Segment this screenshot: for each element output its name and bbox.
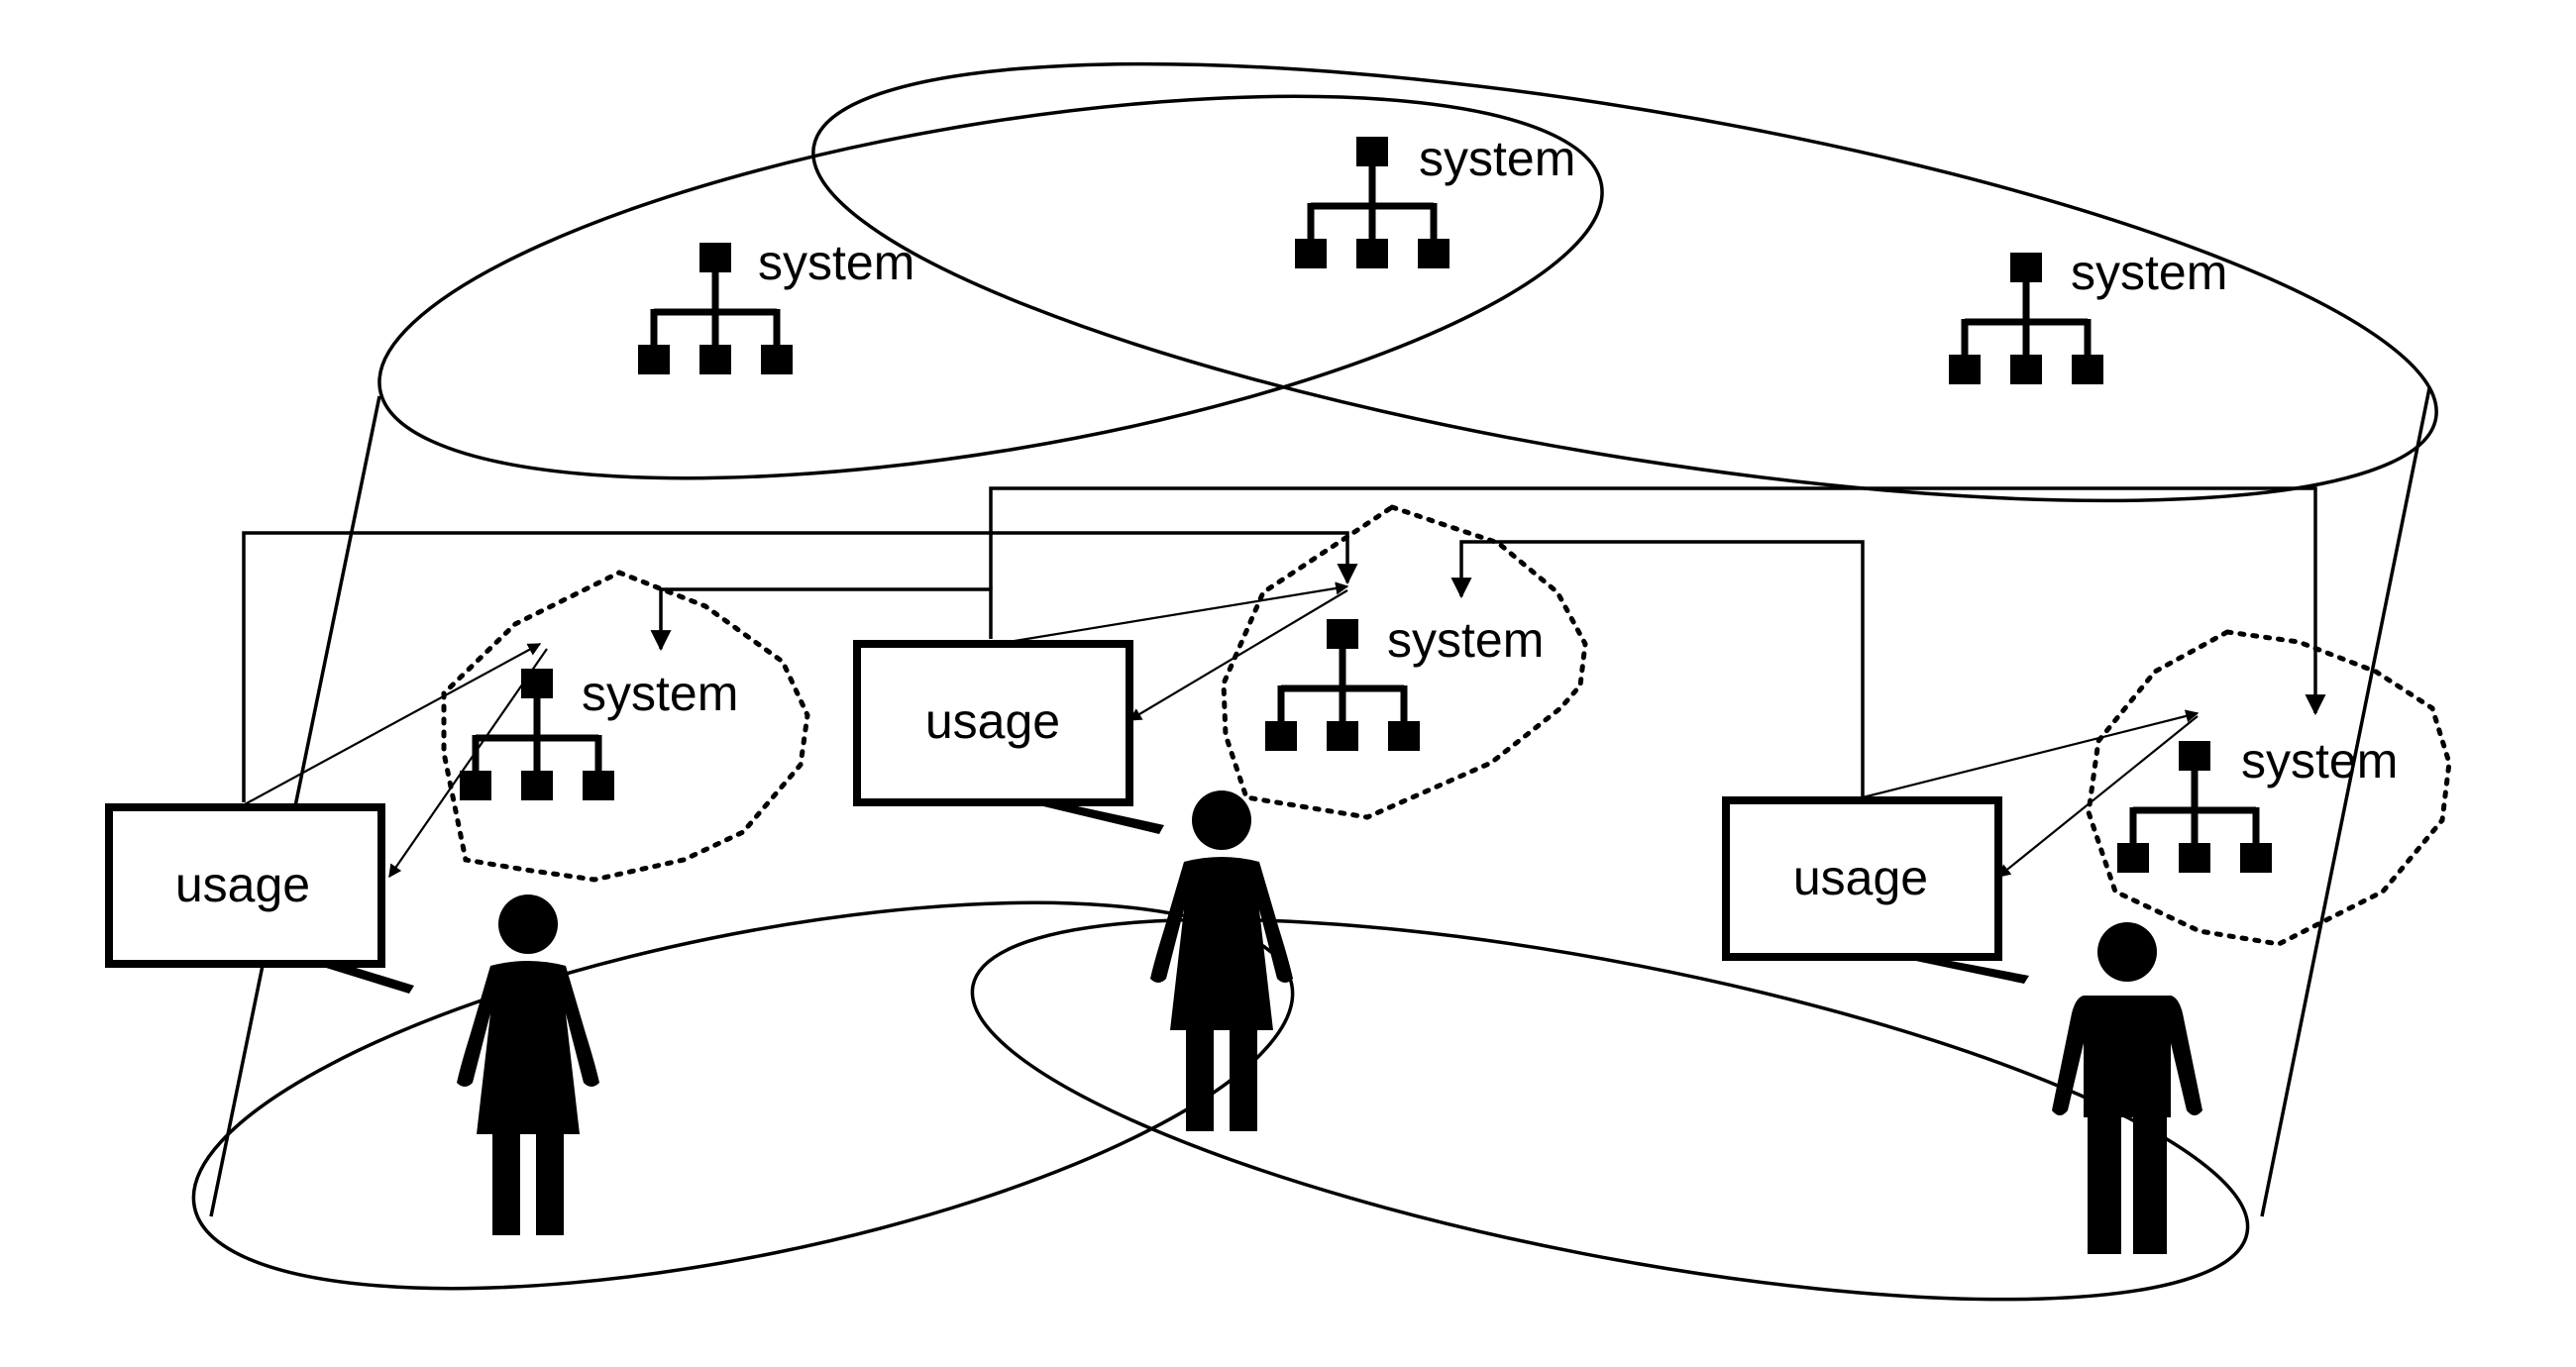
local-system-right: system <box>2086 629 2452 947</box>
system-label: system <box>1419 131 1575 186</box>
speech-tail <box>1019 800 1164 834</box>
system-label: system <box>582 666 738 721</box>
arrow-usage-to-system-center <box>1008 581 1349 644</box>
upper-system-left: system <box>638 235 914 374</box>
usage-label: usage <box>1793 850 1928 905</box>
upper-ellipse-right <box>811 61 2438 503</box>
dotted-boundary <box>2086 629 2452 947</box>
dotted-boundary <box>441 570 810 883</box>
usage-box-left: usage <box>105 803 414 994</box>
upper-ellipse-left <box>377 94 1604 480</box>
usage-frame <box>853 640 1133 806</box>
lower-ellipses <box>191 900 2250 1302</box>
usage-box-center: usage <box>853 640 1164 834</box>
upper-system-right: system <box>1949 245 2227 384</box>
connector-right-to-center <box>1450 540 1865 797</box>
interaction-arrows <box>244 581 2200 879</box>
arrow-usage-to-system-left <box>244 643 542 805</box>
arrow-system-to-usage-right <box>1996 715 2199 878</box>
system-label: system <box>2241 733 2398 789</box>
usage-frame <box>1722 796 2002 961</box>
usage-box-right: usage <box>1722 796 2029 984</box>
local-system-left: system <box>441 570 810 883</box>
woman-icon <box>1150 790 1293 1131</box>
woman-icon <box>457 894 599 1235</box>
lower-ellipse-left <box>191 900 1295 1291</box>
arrow-usage-to-system-right <box>1862 709 2200 799</box>
lower-ellipse-right <box>970 917 2250 1302</box>
connectors <box>242 486 2326 802</box>
usage-label: usage <box>925 693 1060 749</box>
connector-left-to-center <box>242 531 1358 802</box>
connector-center-to-right <box>989 486 2326 716</box>
usage-label: usage <box>175 857 310 912</box>
system-label: system <box>758 235 914 290</box>
usage-frame <box>105 803 385 968</box>
man-icon <box>2052 922 2202 1254</box>
speech-tail <box>1882 954 2029 984</box>
arrow-system-to-usage-center <box>1127 589 1348 721</box>
upper-system-center: system <box>1295 131 1575 268</box>
arrow-system-to-usage-left <box>388 648 548 879</box>
system-label: system <box>1387 612 1544 668</box>
local-system-center: system <box>1221 504 1588 820</box>
upper-ellipses <box>377 61 2438 503</box>
connector-center-to-left <box>650 587 993 652</box>
system-label: system <box>2071 245 2227 300</box>
cylinder-side-right <box>2260 387 2431 1217</box>
